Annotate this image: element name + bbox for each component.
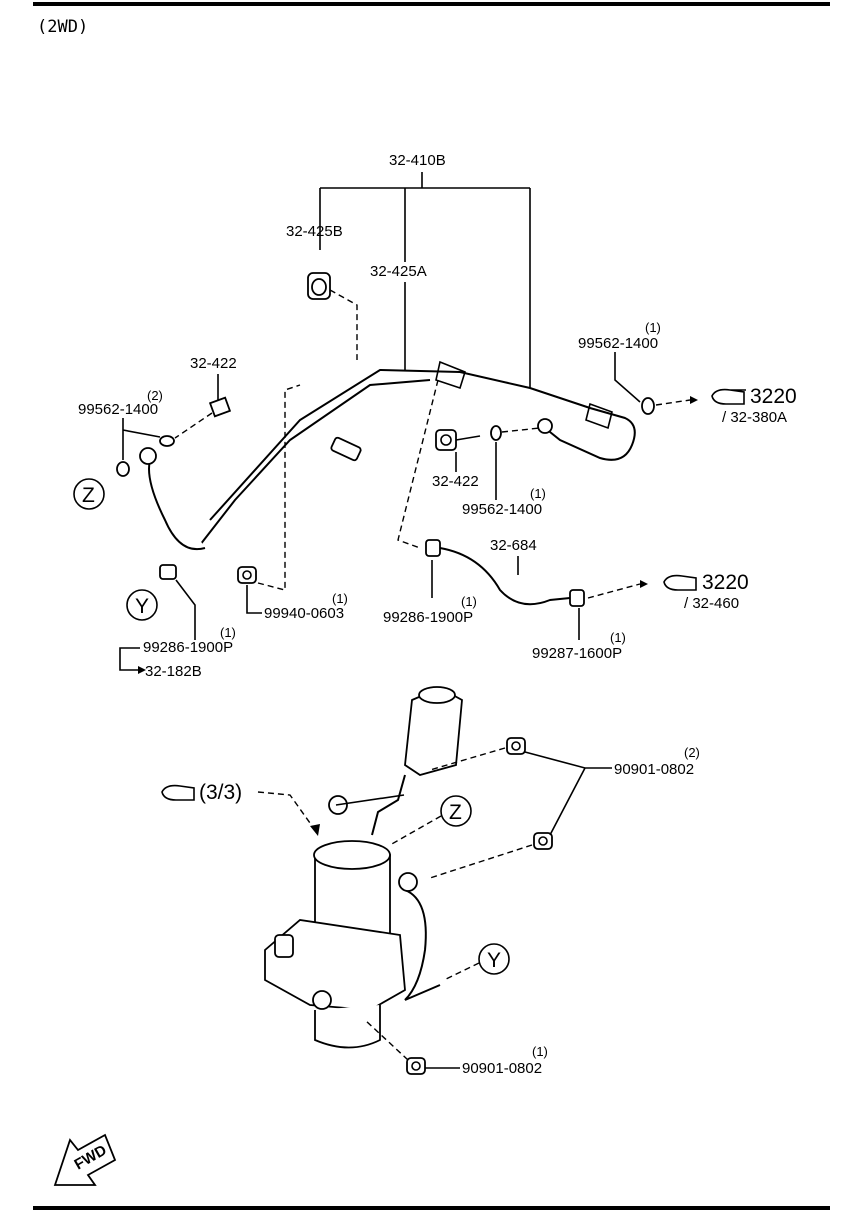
svg-text:Z: Z: [82, 484, 95, 507]
pointing-hand-icon-2: [663, 574, 697, 591]
label-32-410b: 32-410B: [389, 152, 446, 169]
label-washer-right: 99562-1400: [578, 335, 658, 352]
ref-3220-a[interactable]: 3220: [750, 385, 797, 408]
washer-left-upper: [159, 435, 175, 447]
top-rule: [33, 2, 830, 6]
pump-ref[interactable]: (3/3): [199, 781, 242, 804]
svg-text:Y: Y: [487, 949, 501, 972]
pointing-hand-icon: [711, 388, 746, 405]
label-32-425a: 32-425A: [370, 263, 427, 280]
label-washer-mid-qty: (1): [530, 486, 546, 501]
svg-text:Y: Y: [135, 595, 149, 618]
clamp-99286-1900p-left: [159, 564, 177, 580]
nut-pump-upper-2: [533, 832, 553, 850]
washer-left-lower: [116, 461, 130, 477]
label-32-425b: 32-425B: [286, 223, 343, 240]
pointing-hand-icon-3: [161, 784, 195, 801]
ref-32-460[interactable]: / 32-460: [684, 595, 739, 612]
label-washer-mid: 99562-1400: [462, 501, 542, 518]
nut-pump-upper-1: [506, 737, 526, 755]
bolt-32-422-mid: [435, 429, 457, 451]
label-washer-right-qty: (1): [645, 320, 661, 335]
label-nut-lower-qty: (1): [532, 1044, 548, 1059]
svg-text:Z: Z: [449, 801, 462, 824]
nut-99940-0603: [237, 566, 257, 584]
washer-mid: [490, 425, 502, 441]
label-clamp-right-qty: (1): [610, 630, 626, 645]
label-clamp-mid-qty: (1): [461, 594, 477, 609]
marker-z-upper: Z: [73, 478, 105, 510]
label-nut-upper-qty: (2): [684, 745, 700, 760]
ref-3220-b[interactable]: 3220: [702, 571, 749, 594]
label-clamp-right: 99287-1600P: [532, 645, 622, 662]
bolt-32-422-left: [208, 396, 232, 418]
pipe-assembly-32-410b: [139, 360, 636, 551]
label-washer-left-qty: (2): [147, 388, 163, 403]
label-32-422-left: 32-422: [190, 355, 237, 372]
variant-label: (2WD): [37, 17, 88, 37]
label-ref-32-182b: 32-182B: [145, 663, 202, 680]
label-nut-upper: 90901-0802: [614, 761, 694, 778]
clamp-32-425b: [307, 272, 331, 300]
marker-y-upper: Y: [126, 589, 158, 621]
label-washer-left: 99562-1400: [78, 401, 158, 418]
label-clamp-left-qty: (1): [220, 625, 236, 640]
label-clamp-left: 99286-1900P: [143, 639, 233, 656]
washer-right: [641, 397, 655, 415]
fwd-arrow-icon: FWD: [53, 1133, 117, 1186]
label-nut-small: 99940-0603: [264, 605, 344, 622]
label-32-422-mid: 32-422: [432, 473, 479, 490]
label-32-684: 32-684: [490, 537, 537, 554]
label-clamp-mid: 99286-1900P: [383, 609, 473, 626]
nut-pump-lower: [406, 1057, 426, 1075]
bottom-rule: [33, 1206, 830, 1210]
label-nut-lower: 90901-0802: [462, 1060, 542, 1077]
marker-y-lower: Y: [478, 943, 510, 975]
pressure-sensor: [330, 436, 362, 462]
label-nut-small-qty: (1): [332, 591, 348, 606]
power-steering-pump: [264, 686, 463, 1049]
ref-32-380a[interactable]: / 32-380A: [722, 409, 787, 426]
marker-z-lower: Z: [440, 795, 472, 827]
return-hose-32-684: [425, 539, 585, 607]
